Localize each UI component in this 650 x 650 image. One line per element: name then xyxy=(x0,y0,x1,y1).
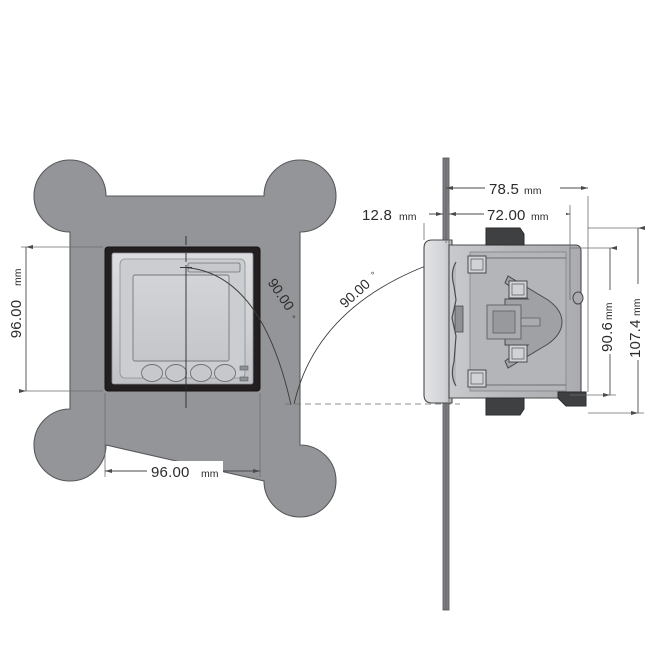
body-depth-text-bg xyxy=(484,204,566,223)
side-clip-3 xyxy=(508,344,528,363)
body-height-text-bg xyxy=(598,290,616,354)
side-clip-1-inner xyxy=(470,258,484,271)
bezel-depth-text-bg xyxy=(359,204,429,223)
side-screw-boss xyxy=(572,291,584,305)
lcd-display xyxy=(132,274,230,362)
side-angle-arc xyxy=(293,257,449,405)
front-button-4[interactable] xyxy=(214,364,236,382)
front-angle-arc xyxy=(185,267,292,406)
side-mounting-clips xyxy=(467,255,528,388)
top-indicator-strip xyxy=(187,262,241,273)
side-view-group: 78.5 mm 72.00 mm 12.8 mm 90. xyxy=(359,157,646,611)
body-height-value: 90.6 xyxy=(599,322,616,352)
side-clip-2-inner xyxy=(511,283,525,296)
overall-height-unit: mm xyxy=(631,298,643,316)
bezel-depth-dimension: 12.8 mm xyxy=(359,204,443,240)
side-clip-2 xyxy=(508,280,528,299)
side-center-shaft xyxy=(520,317,541,327)
front-width-dimension: 96.00 mm xyxy=(104,393,261,481)
side-angle-unit: ° xyxy=(369,269,379,279)
front-height-dimension: 96.00 mm xyxy=(8,244,103,394)
front-button-2[interactable] xyxy=(165,364,187,382)
front-indicator-1 xyxy=(239,365,249,371)
front-view-group: 96.00 mm 96.00 mm 90.00 ° xyxy=(8,159,337,518)
front-width-text-bg xyxy=(147,461,223,480)
front-button-1[interactable] xyxy=(141,364,163,382)
overall-depth-value: 78.5 xyxy=(489,181,519,198)
side-terminal-top xyxy=(485,227,525,246)
front-indicator-2 xyxy=(239,376,249,382)
front-angle-unit: ° xyxy=(287,314,298,323)
side-clip-1 xyxy=(467,255,487,274)
overall-depth-unit: mm xyxy=(524,185,542,197)
overall-depth-text-bg xyxy=(485,178,560,197)
front-width-value: 96.00 xyxy=(151,464,190,481)
side-clip-4-inner xyxy=(470,372,484,385)
overall-depth-dimension: 78.5 mm xyxy=(445,178,589,392)
front-button-3[interactable] xyxy=(190,364,212,382)
body-height-unit: mm xyxy=(603,302,615,320)
body-depth-dimension: 72.00 mm xyxy=(448,204,571,300)
side-clip-4 xyxy=(467,369,487,388)
front-width-unit: mm xyxy=(201,468,219,480)
body-depth-value: 72.00 xyxy=(487,207,526,224)
body-height-dimension: 90.6 mm xyxy=(570,245,618,398)
bezel-depth-value: 12.8 xyxy=(362,207,392,224)
overall-height-value: 107.4 xyxy=(627,319,644,358)
side-spring-detail xyxy=(454,305,464,333)
front-height-unit: mm xyxy=(12,268,24,286)
side-terminal-rear xyxy=(557,391,587,407)
side-spring-arm xyxy=(451,261,457,387)
side-bezel xyxy=(423,239,453,404)
overall-height-dimension: 107.4 mm xyxy=(588,225,646,416)
body-depth-unit: mm xyxy=(531,211,549,223)
overall-height-text-bg xyxy=(626,284,644,360)
bezel-depth-unit: mm xyxy=(399,211,417,223)
side-clip-3-inner xyxy=(511,347,525,360)
side-center-block-inner xyxy=(492,310,516,334)
front-height-value: 96.00 xyxy=(8,300,25,339)
front-button-row xyxy=(141,364,236,382)
side-terminal-bottom xyxy=(485,397,525,416)
